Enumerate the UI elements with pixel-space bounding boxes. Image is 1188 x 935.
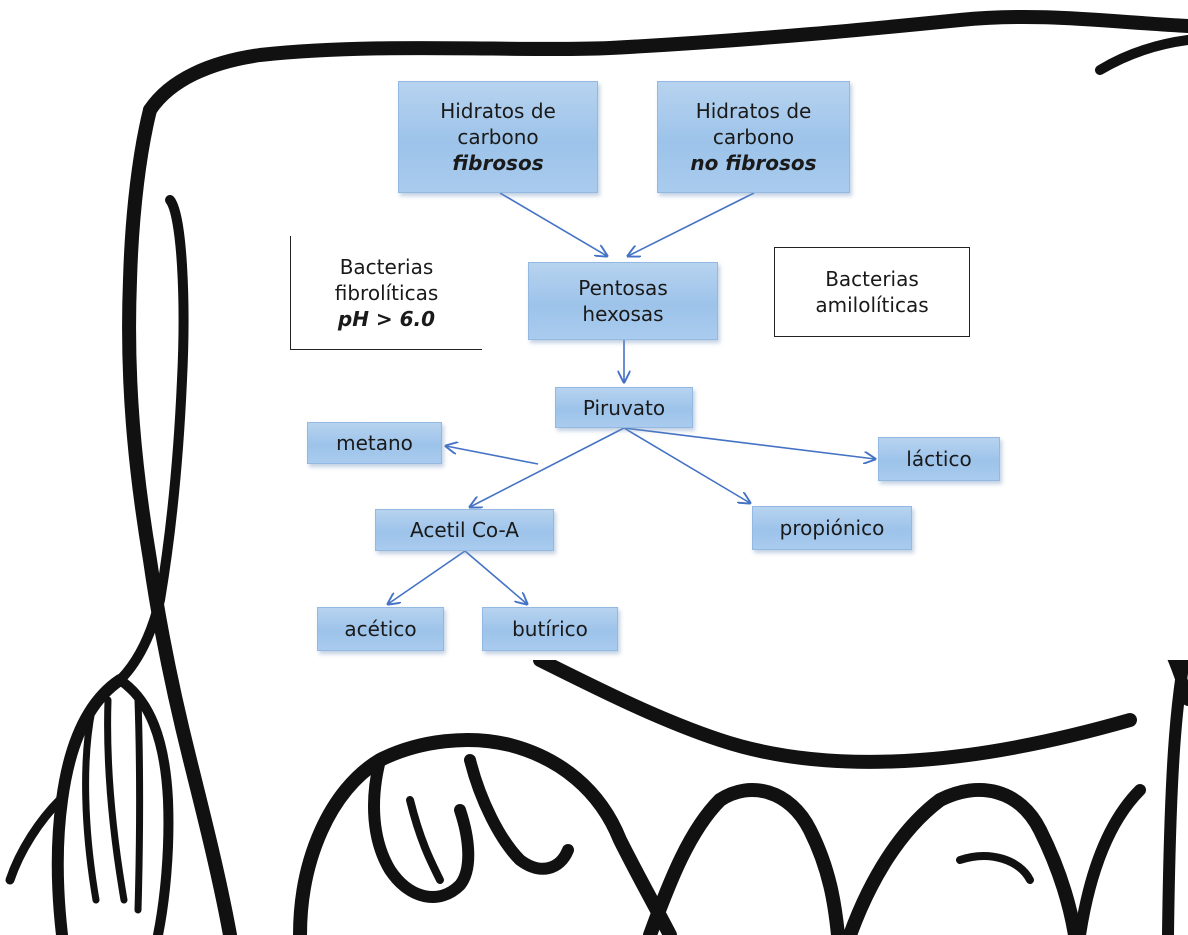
label-bacterias-fibroliticas: Bacterias fibrolíticas pH > 6.0 [290, 236, 482, 350]
node-butirico-label: butírico [512, 616, 588, 642]
node-acetico-label: acético [344, 616, 416, 642]
node-propionico: propiónico [752, 506, 912, 550]
node-hc-no-fibrosos-line2: carbono [713, 124, 794, 150]
label-fibro-line3: pH > 6.0 [338, 306, 435, 332]
node-pentosas-line1: Pentosas [578, 275, 668, 301]
node-hc-fibrosos-line1: Hidratos de [440, 98, 556, 124]
node-metano-label: metano [336, 430, 413, 456]
node-hc-fibrosos: Hidratos de carbono fibrosos [398, 81, 598, 193]
node-acetil-label: Acetil Co-A [410, 517, 519, 543]
label-fibro-line1: Bacterias [340, 254, 434, 280]
node-acetico: acético [317, 607, 444, 651]
node-pentosas-line2: hexosas [582, 301, 663, 327]
node-lactico-label: láctico [906, 446, 971, 472]
node-hc-fibrosos-line3: fibrosos [452, 150, 543, 176]
node-pentosas-hexosas: Pentosas hexosas [528, 262, 718, 340]
node-acetil-coa: Acetil Co-A [375, 509, 554, 551]
node-piruvato-label: Piruvato [583, 395, 665, 421]
node-lactico: láctico [878, 437, 1000, 481]
node-propionico-label: propiónico [780, 515, 885, 541]
node-piruvato: Piruvato [555, 387, 693, 428]
label-amilo-line2: amilolíticas [815, 292, 928, 318]
label-amilo-line1: Bacterias [825, 266, 919, 292]
node-hc-no-fibrosos: Hidratos de carbono no fibrosos [657, 81, 850, 193]
label-bacterias-amiloliticas: Bacterias amilolíticas [774, 247, 970, 337]
node-hc-fibrosos-line2: carbono [457, 124, 538, 150]
node-butirico: butírico [482, 607, 618, 651]
node-metano: metano [307, 422, 442, 464]
node-hc-no-fibrosos-line1: Hidratos de [696, 98, 812, 124]
label-fibro-line2: fibrolíticas [335, 280, 439, 306]
node-hc-no-fibrosos-line3: no fibrosos [690, 150, 816, 176]
